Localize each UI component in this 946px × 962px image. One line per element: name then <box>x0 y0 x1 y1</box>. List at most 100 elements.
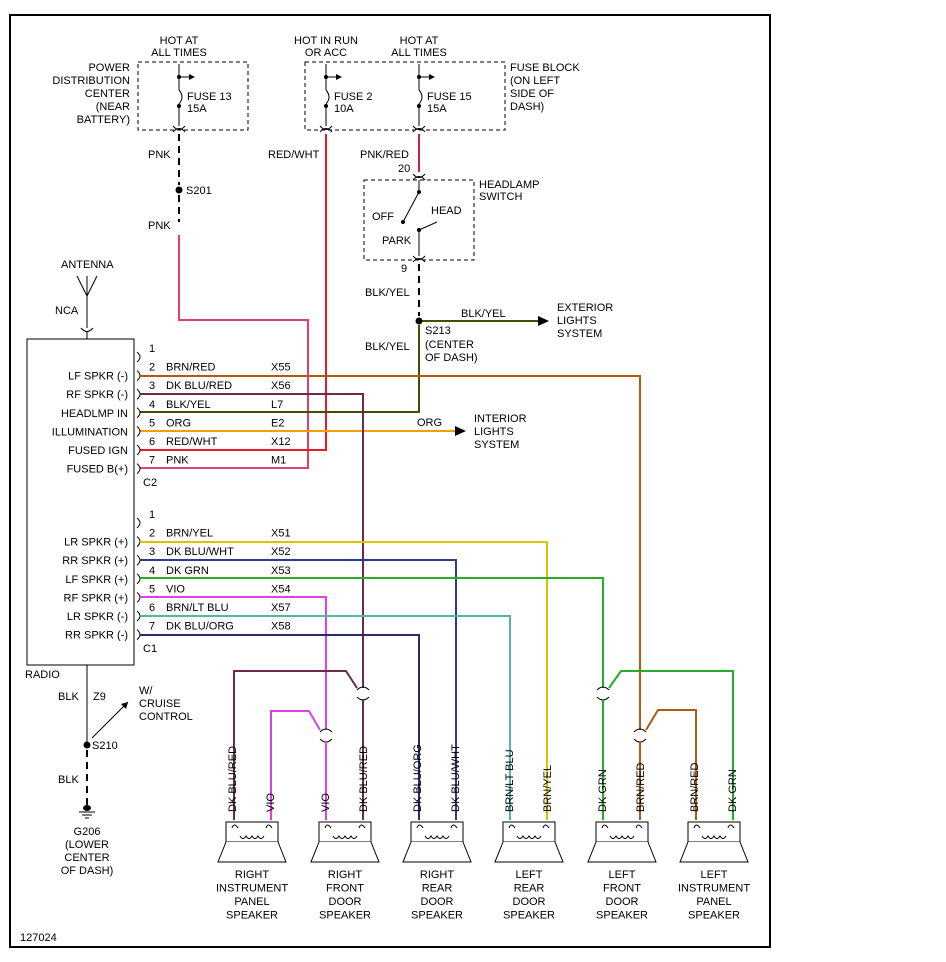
splice-s213-line-1: S213 <box>425 325 451 337</box>
speaker-label-line: REAR <box>422 883 453 895</box>
speaker-label-line: SPEAKER <box>226 910 278 922</box>
speaker-label-line: RIGHT <box>420 869 455 881</box>
speaker-label-line: REAR <box>514 883 545 895</box>
c1-pin-func: LF SPKR (+) <box>65 574 128 586</box>
radio-unit: RADIO C2 C1 <box>25 338 157 681</box>
pdc-label-line-1: POWER <box>88 62 130 74</box>
fuse-13: HOT AT ALL TIMES FUSE 13 15A <box>151 35 232 133</box>
wire-blk-yel: BLK/YEL BLK/YEL BLK/YEL S213 (CENTER OF … <box>140 264 613 413</box>
c2-pin-circuit: M1 <box>271 455 286 467</box>
ground-line-4: OF DASH) <box>61 865 114 877</box>
antenna-label: ANTENNA <box>61 259 114 271</box>
radio-ground: BLK Z9 S210 BLK W/ CRUISE CONTROL G206 (… <box>58 665 193 877</box>
wire-pnk: PNK S201 PNK <box>140 134 309 469</box>
c1-pin-color: DK BLU/ORG <box>166 621 234 633</box>
wire-label-blk-yel-upper: BLK/YEL <box>365 287 410 299</box>
c1-pin-num: 4 <box>149 565 155 577</box>
speaker-label-line: INSTRUMENT <box>216 883 288 895</box>
c2-pin-circuit: E2 <box>271 417 284 429</box>
headlamp-title-line-1: HEADLAMP <box>479 179 540 191</box>
speaker-label-line: SPEAKER <box>688 910 740 922</box>
c1-pin-1: 1 <box>136 509 155 529</box>
pdc-label-line-5: BATTERY) <box>77 114 130 126</box>
wire-brn-lt-blu <box>140 615 511 820</box>
fuse-block-label-line-3: SIDE OF <box>510 88 554 100</box>
wire-label-org: ORG <box>417 417 442 429</box>
c1-pin-num: 3 <box>149 546 155 558</box>
fuse-block-box: FUSE BLOCK (ON LEFT SIDE OF DASH) <box>304 61 580 131</box>
c1-pin-num: 6 <box>149 602 155 614</box>
c2-pin-num: 3 <box>149 380 155 392</box>
speaker-wire-label: BRN/YEL <box>542 765 554 812</box>
fuse-block-label-line-4: DASH) <box>510 101 544 113</box>
wire-dk-blu-org <box>140 634 420 820</box>
headlamp-switch: HEADLAMP SWITCH OFF HEAD PARK 9 <box>363 173 540 275</box>
exterior-line-1: EXTERIOR <box>557 302 613 314</box>
wire-brn-red <box>140 375 641 730</box>
speaker-wire-label: DK BLU/RED <box>358 746 370 812</box>
c1-label: C1 <box>143 643 157 655</box>
headlamp-off: OFF <box>372 211 394 223</box>
speaker-label-line: LEFT <box>701 869 728 881</box>
speaker-label-line: DOOR <box>329 896 362 908</box>
splice-s210: S210 <box>92 740 118 752</box>
c1-pin-func: RR SPKR (+) <box>62 555 128 567</box>
fuse-15-hot-line-2: ALL TIMES <box>391 47 447 59</box>
figure-id: 127024 <box>20 932 57 944</box>
speaker-label-line: SPEAKER <box>503 910 555 922</box>
speaker-wire-label: VIO <box>265 793 277 812</box>
c1-pin-color: BRN/LT BLU <box>166 602 229 614</box>
fuse-13-hot-line-1: HOT AT <box>160 35 199 47</box>
speaker-wire-label: VIO <box>320 793 332 812</box>
cruise-line-2: CRUISE <box>139 698 181 710</box>
headlamp-pin-9: 9 <box>401 263 407 275</box>
c1-pin-circuit: X52 <box>271 546 291 558</box>
c1-pin-circuit: X58 <box>271 621 291 633</box>
headlamp-park: PARK <box>382 235 412 247</box>
fuse-2-hot-line-2: OR ACC <box>305 47 347 59</box>
speaker-label-line: FRONT <box>603 883 641 895</box>
speaker-label-line: INSTRUMENT <box>678 883 750 895</box>
splice-s213-line-3: OF DASH) <box>425 352 478 364</box>
fuse-13-hot-line-2: ALL TIMES <box>151 47 207 59</box>
c1-pin-color: DK GRN <box>166 565 209 577</box>
fuse-15: HOT AT ALL TIMES FUSE 15 15A <box>391 35 472 133</box>
fuse-2-rating: 10A <box>334 103 354 115</box>
speaker-label-line: DOOR <box>421 896 454 908</box>
speaker-label-line: PANEL <box>234 896 269 908</box>
diagram-frame <box>9 14 771 948</box>
c2-pin-color: ORG <box>166 417 191 429</box>
speaker-label-line: LEFT <box>609 869 636 881</box>
speaker-label-line: DOOR <box>513 896 546 908</box>
c2-pin-color: BRN/RED <box>166 362 216 374</box>
c1-pin-color: BRN/YEL <box>166 528 213 540</box>
splice-s213-line-2: (CENTER <box>425 339 474 351</box>
fuse-13-rating: 15A <box>187 103 207 115</box>
c2-pin-num: 2 <box>149 362 155 374</box>
c2-pin-1: 1 <box>136 343 155 363</box>
speaker-label-line: DOOR <box>606 896 639 908</box>
c1-pin-func: RR SPKR (-) <box>65 630 128 642</box>
c2-pin-color: DK BLU/RED <box>166 380 232 392</box>
speaker-wire-label: BRN/LT BLU <box>504 749 516 812</box>
c1-pin-circuit: X57 <box>271 602 291 614</box>
c2-pin-num: 1 <box>149 343 155 355</box>
fuse-2-name: FUSE 2 <box>334 91 373 103</box>
antenna: ANTENNA NCA <box>55 259 114 339</box>
c2-pin-func: FUSED B(+) <box>67 464 128 476</box>
speaker-label-line: SPEAKER <box>596 910 648 922</box>
wire-vio <box>140 596 327 730</box>
c2-pin-func: HEADLMP IN <box>61 408 128 420</box>
fuse-2: HOT IN RUN OR ACC FUSE 2 10A <box>294 35 373 133</box>
cruise-line-3: CONTROL <box>139 711 193 723</box>
fuse-2-hot-line-1: HOT IN RUN <box>294 35 358 47</box>
speaker-wire-label: DK BLU/RED <box>227 746 239 812</box>
